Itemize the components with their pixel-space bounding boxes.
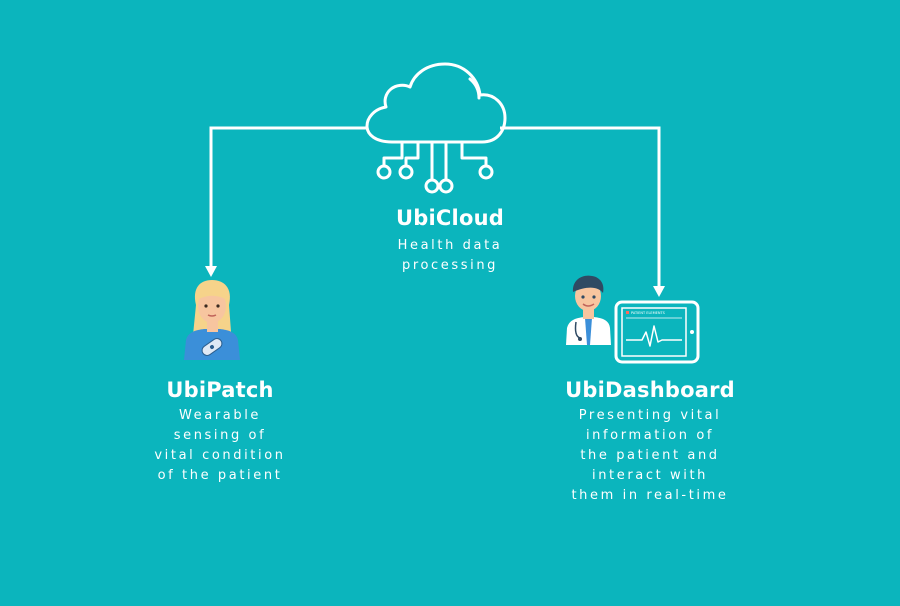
ubipatch-title: UbiPatch xyxy=(166,378,274,402)
ubidashboard-description: Presenting vital information of the pati… xyxy=(571,408,729,503)
heartbeat-line xyxy=(626,325,682,347)
tablet-label: PATIENT ELEMENTS xyxy=(631,311,666,315)
ubicloud-description: Health data processing xyxy=(397,238,503,273)
ubidashboard-title: UbiDashboard xyxy=(565,378,735,402)
tablet-icon: PATIENT ELEMENTS xyxy=(614,300,700,364)
connector-cloud-to-dashboard xyxy=(500,126,665,297)
connector-cloud-to-patch xyxy=(205,126,368,277)
ubipatch-description: Wearable sensing of vital condition of t… xyxy=(154,408,286,483)
doctor-icon xyxy=(566,275,611,345)
cloud-network-icon xyxy=(365,62,507,194)
ubicloud-title: UbiCloud xyxy=(396,206,504,230)
patient-icon xyxy=(184,280,240,360)
